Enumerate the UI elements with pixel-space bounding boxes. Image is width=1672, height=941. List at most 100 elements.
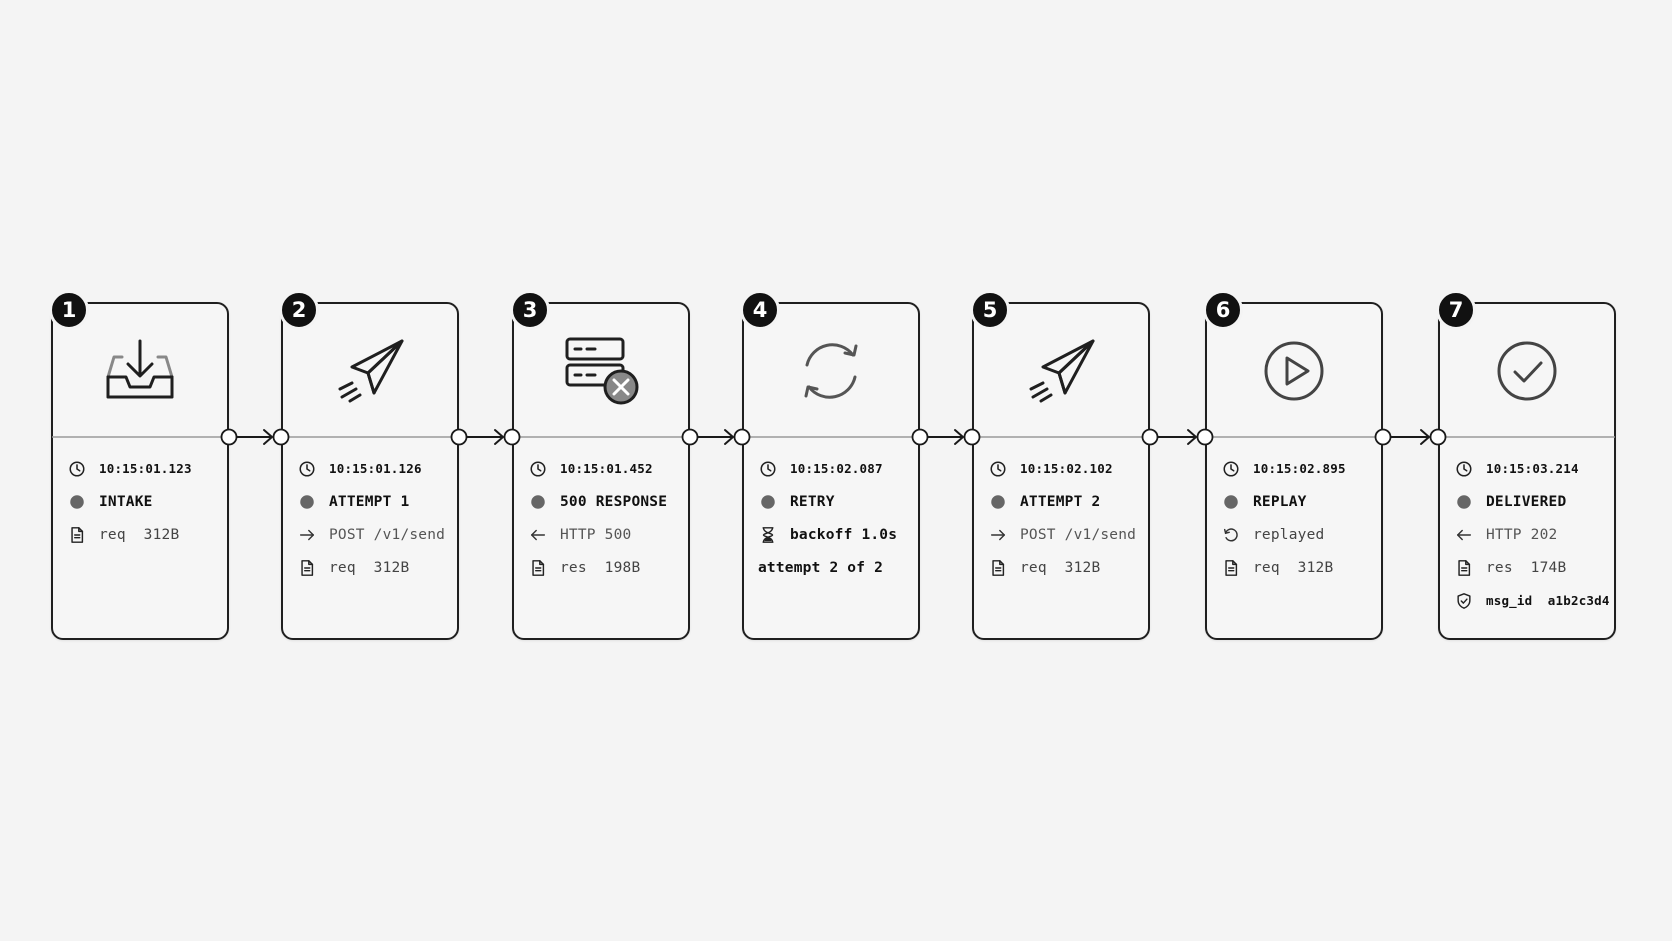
detail-row: req 312B	[988, 551, 1142, 584]
detail-text: ATTEMPT 1	[329, 493, 410, 510]
detail-text: 10:15:01.126	[329, 461, 422, 476]
inbox-download-icon	[53, 304, 227, 438]
detail-text: req 312B	[1020, 559, 1101, 576]
step-details: 10:15:01.452 500 RESPONSE HTTP 500 res 198B	[528, 452, 682, 584]
detail-row: 10:15:01.123	[67, 452, 221, 485]
step-number-badge: 3	[510, 290, 550, 330]
detail-row: REPLAY	[1221, 485, 1375, 518]
detail-row: POST /v1/send	[297, 518, 451, 551]
replay-icon	[1221, 525, 1241, 545]
detail-text: backoff 1.0s	[790, 526, 898, 543]
step-card-3: 10:15:01.452 500 RESPONSE HTTP 500 res 198B	[512, 302, 690, 640]
detail-text: res 174B	[1486, 559, 1567, 576]
document-icon	[67, 525, 87, 545]
detail-row: 10:15:02.102	[988, 452, 1142, 485]
document-icon	[988, 558, 1008, 578]
step-number-badge: 2	[279, 290, 319, 330]
detail-row: attempt 2 of 2	[758, 551, 912, 584]
step-number-badge: 5	[970, 290, 1010, 330]
arrow-right-icon	[297, 525, 317, 545]
detail-text: 10:15:02.895	[1253, 461, 1346, 476]
detail-text: msg_id a1b2c3d4	[1486, 593, 1610, 608]
document-icon	[297, 558, 317, 578]
detail-text: 500 RESPONSE	[560, 493, 668, 510]
detail-text: 10:15:01.452	[560, 461, 653, 476]
detail-row: INTAKE	[67, 485, 221, 518]
detail-text: HTTP 202	[1486, 526, 1558, 543]
detail-row: req 312B	[67, 518, 221, 551]
clock-icon	[297, 459, 317, 479]
detail-text: res 198B	[560, 559, 641, 576]
detail-text: RETRY	[790, 493, 835, 510]
detail-text: 10:15:02.087	[790, 461, 883, 476]
detail-row: msg_id a1b2c3d4	[1454, 584, 1610, 617]
clock-icon	[758, 459, 778, 479]
detail-text: HTTP 500	[560, 526, 632, 543]
detail-row: RETRY	[758, 485, 912, 518]
detail-row: 10:15:03.214	[1454, 452, 1608, 485]
flow-arrow-head	[1187, 429, 1197, 445]
detail-row: res 198B	[528, 551, 682, 584]
status-dot-icon	[1454, 492, 1474, 512]
detail-row: POST /v1/send	[988, 518, 1142, 551]
detail-row: ATTEMPT 2	[988, 485, 1142, 518]
server-error-icon	[514, 304, 688, 438]
document-icon	[1454, 558, 1474, 578]
detail-row: 10:15:02.087	[758, 452, 912, 485]
clock-icon	[1454, 459, 1474, 479]
step-number-badge: 1	[49, 290, 89, 330]
detail-text: req 312B	[329, 559, 410, 576]
detail-text: attempt 2 of 2	[758, 559, 884, 576]
detail-row: HTTP 500	[528, 518, 682, 551]
check-circle-icon	[1440, 304, 1614, 438]
shield-check-icon	[1454, 591, 1474, 611]
detail-text: 10:15:02.102	[1020, 461, 1113, 476]
detail-row: 10:15:01.126	[297, 452, 451, 485]
flow-arrow-head	[263, 429, 273, 445]
hourglass-icon	[758, 525, 778, 545]
play-circle-icon	[1207, 304, 1381, 438]
detail-text: 10:15:01.123	[99, 461, 192, 476]
clock-icon	[528, 459, 548, 479]
detail-row: backoff 1.0s	[758, 518, 912, 551]
detail-text: replayed	[1253, 526, 1325, 543]
clock-icon	[1221, 459, 1241, 479]
refresh-icon	[744, 304, 918, 438]
detail-row: 500 RESPONSE	[528, 485, 682, 518]
step-number-badge: 6	[1203, 290, 1243, 330]
step-number-badge: 7	[1436, 290, 1476, 330]
detail-text: req 312B	[99, 526, 180, 543]
detail-text: ATTEMPT 2	[1020, 493, 1101, 510]
status-dot-icon	[67, 492, 87, 512]
detail-row: replayed	[1221, 518, 1375, 551]
flow-arrow-head	[724, 429, 734, 445]
detail-text: INTAKE	[99, 493, 153, 510]
flow-arrow-head	[1420, 429, 1430, 445]
status-dot-icon	[1221, 492, 1241, 512]
detail-text: 10:15:03.214	[1486, 461, 1579, 476]
paper-plane-icon	[974, 304, 1148, 438]
detail-text: req 312B	[1253, 559, 1334, 576]
detail-row: 10:15:02.895	[1221, 452, 1375, 485]
step-number-badge: 4	[740, 290, 780, 330]
arrow-left-icon	[1454, 525, 1474, 545]
status-dot-icon	[758, 492, 778, 512]
clock-icon	[67, 459, 87, 479]
flow-arrow-head	[954, 429, 964, 445]
arrow-right-icon	[988, 525, 1008, 545]
detail-row: res 174B	[1454, 551, 1608, 584]
clock-icon	[988, 459, 1008, 479]
